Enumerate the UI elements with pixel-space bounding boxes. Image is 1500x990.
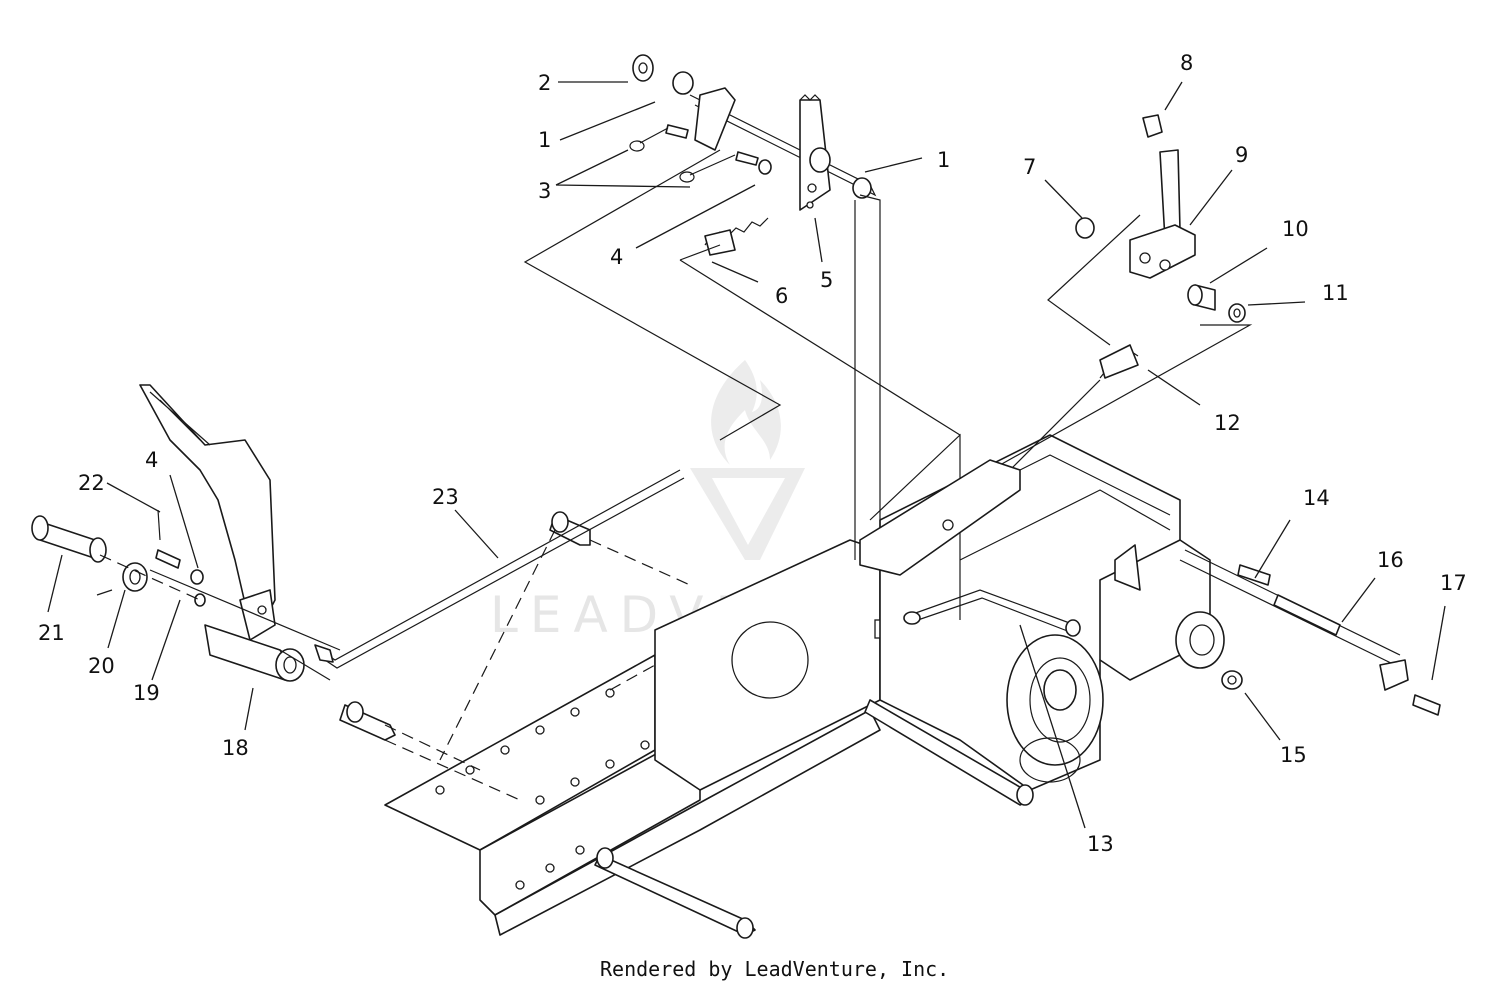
watermark-flame-icon	[711, 360, 781, 465]
callout-14: 14	[1303, 486, 1330, 510]
brake-rod	[314, 469, 685, 669]
callout-13: 13	[1087, 832, 1114, 856]
callout-12: 12	[1214, 411, 1241, 435]
callout-21: 21	[38, 621, 65, 645]
callout-9: 9	[1235, 143, 1248, 167]
callout-leaders	[47, 81, 1446, 829]
lever-bracket	[1129, 224, 1196, 279]
callout-1: 1	[538, 128, 551, 152]
callout-19: 19	[133, 681, 160, 705]
callout-6: 6	[775, 284, 788, 308]
callout-4: 4	[610, 245, 623, 269]
front-frame-rail	[494, 709, 881, 936]
frame-holes	[435, 688, 650, 890]
brake-pedal	[139, 384, 276, 626]
watermark-v-icon	[690, 468, 805, 560]
pulley-hub	[1043, 669, 1077, 711]
callout-labels: 2 1 3 4 6 5 1 8 7 9 10 11 12 4 22 23 21 …	[38, 51, 1467, 856]
callout-11: 11	[1322, 281, 1349, 305]
transaxle-gusset	[1114, 544, 1141, 591]
callout-3: 3	[538, 179, 551, 203]
hex-bolt	[1237, 564, 1271, 586]
hair-pin-clip	[1142, 114, 1163, 138]
callout-15: 15	[1280, 743, 1307, 767]
callout-16: 16	[1377, 548, 1404, 572]
bushing-left	[672, 71, 694, 95]
pulley-link-rod	[903, 589, 1081, 637]
brake-lever-bracket	[694, 87, 736, 151]
callout-4-left: 4	[145, 448, 158, 472]
callout-17: 17	[1440, 571, 1467, 595]
callout-18: 18	[222, 736, 249, 760]
right-linkage-rod	[1179, 549, 1441, 716]
callout-5: 5	[820, 268, 833, 292]
callout-10: 10	[1282, 217, 1309, 241]
render-credit: Rendered by LeadVenture, Inc.	[600, 957, 949, 981]
front-cross-tube	[594, 854, 756, 936]
callout-22: 22	[78, 471, 105, 495]
callout-7: 7	[1023, 155, 1036, 179]
rod-clevis	[1379, 659, 1409, 691]
bushing-right	[852, 177, 872, 199]
callout-2: 2	[538, 71, 551, 95]
chassis-frame	[339, 434, 1225, 939]
parking-brake-lever-assembly	[523, 54, 961, 620]
callout-20: 20	[88, 654, 115, 678]
callout-23: 23	[432, 485, 459, 509]
lift-lever-assembly	[859, 114, 1253, 576]
clevis-bolt	[1412, 694, 1441, 716]
brake-pedal-assembly	[31, 384, 341, 682]
nut	[1075, 217, 1095, 239]
callout-8: 8	[1180, 51, 1193, 75]
callout-1-right: 1	[937, 148, 950, 172]
lever-mount-plate	[859, 459, 1021, 576]
